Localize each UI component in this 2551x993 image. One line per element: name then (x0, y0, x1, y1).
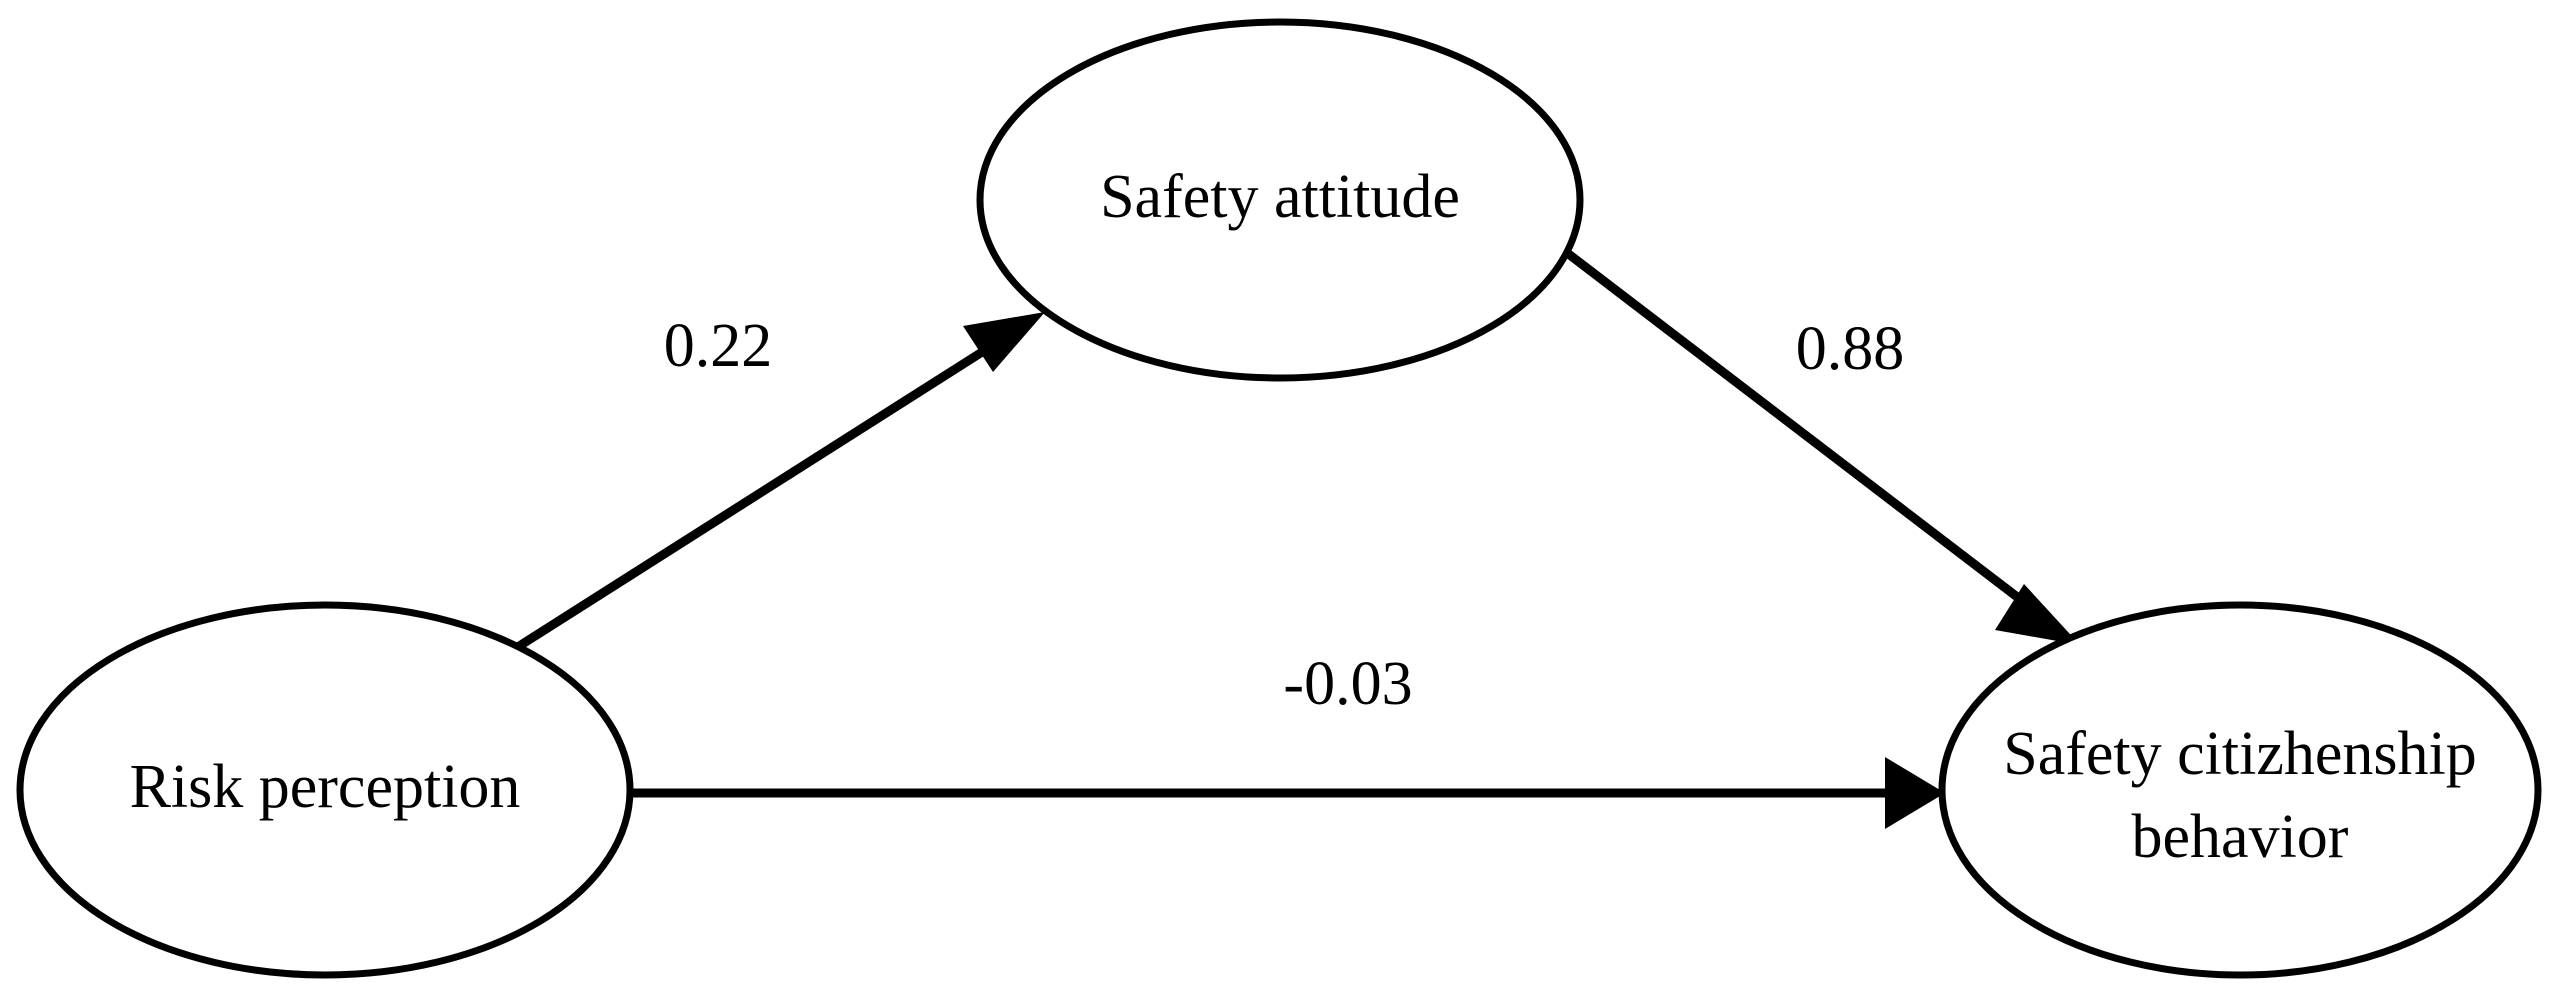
edge-line-0 (510, 329, 1015, 654)
node-label-safety-attitude: Safety attitude (1100, 163, 1460, 231)
edge-line-1 (1559, 245, 2049, 623)
node-label-safety-citizhenship-behavior-line1: Safety citizhenship (2003, 720, 2476, 788)
edge-label-minus-0-03: -0.03 (1283, 650, 1412, 718)
edge-risk-perception-to-safety-citizhenship-behavior[interactable] (627, 757, 1945, 829)
node-label-risk-perception: Risk perception (130, 753, 521, 821)
node-shape-risk-perception (16, 601, 634, 979)
edge-risk-perception-to-safety-attitude[interactable] (510, 312, 1045, 654)
arrowhead-icon-1 (1995, 584, 2080, 645)
edge-label-0-88: 0.88 (1796, 315, 1905, 383)
node-shape-safety-citizhenship-behavior (1938, 601, 2542, 979)
node-shape-safety-attitude (976, 18, 1584, 382)
arrowhead-icon-0 (963, 312, 1045, 372)
node-risk-perception[interactable]: Risk perception (16, 601, 634, 979)
edge-safety-attitude-to-safety-citizhenship-behavior[interactable] (1559, 245, 2080, 645)
node-safety-citizhenship-behavior[interactable]: Safety citizhenship behavior (1938, 601, 2542, 979)
edge-label-0-22: 0.22 (664, 312, 773, 380)
arrowhead-icon-2 (1885, 757, 1945, 829)
node-label-safety-citizhenship-behavior-line2: behavior (2132, 803, 2349, 871)
node-safety-attitude[interactable]: Safety attitude (976, 18, 1584, 382)
